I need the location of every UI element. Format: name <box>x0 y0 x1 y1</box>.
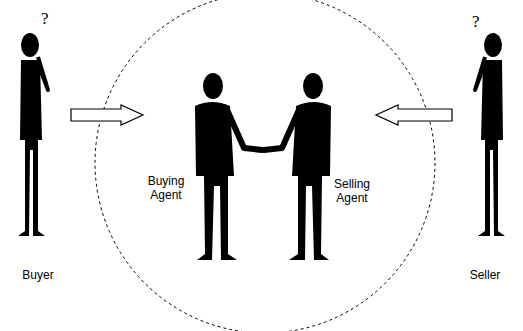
node-label: Selling Agent <box>328 177 376 205</box>
buying-agent-node: Buying Agent <box>143 100 189 202</box>
question-mark: ? <box>472 13 480 31</box>
buyer-figure <box>18 33 48 236</box>
question-mark: ? <box>41 10 49 28</box>
block-arrow <box>376 105 452 125</box>
node-label: Seller <box>452 268 518 282</box>
seller-figure <box>475 33 505 236</box>
node-label: Buying Agent <box>143 174 189 202</box>
block-arrow <box>71 105 143 125</box>
node-label: Buyer <box>5 268 71 282</box>
selling-agent-figure <box>264 73 331 260</box>
selling-agent-node: Selling Agent <box>328 100 376 205</box>
agent-circle <box>95 0 435 331</box>
buying-agent-figure <box>195 73 262 260</box>
buyer-node: Buyer <box>5 12 71 282</box>
seller-node: Seller <box>452 12 518 282</box>
